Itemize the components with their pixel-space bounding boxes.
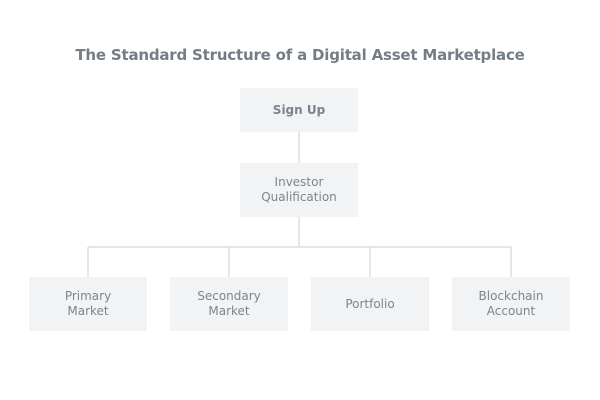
node-primary-market: Primary Market (29, 277, 147, 331)
diagram-title: The Standard Structure of a Digital Asse… (75, 46, 525, 64)
node-portfolio: Portfolio (311, 277, 429, 331)
node-sign-up: Sign Up (240, 88, 358, 132)
node-blockchain-account: Blockchain Account (452, 277, 570, 331)
node-investor-qualification: Investor Qualification (240, 163, 358, 217)
node-secondary-market: Secondary Market (170, 277, 288, 331)
